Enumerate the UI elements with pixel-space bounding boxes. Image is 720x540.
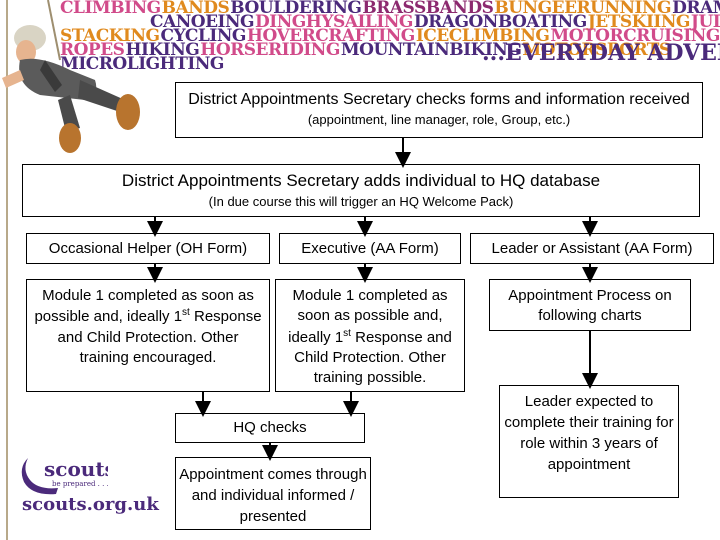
scouts-logo: scouts be prepared . . . bbox=[21, 457, 108, 495]
activity-word: HIKING bbox=[125, 40, 200, 60]
activity-word-row: CLIMBINGBANDSBOULDERINGBRASSBANDSBUNGEER… bbox=[60, 0, 720, 18]
executive-label: Executive (AA Form) bbox=[301, 240, 439, 257]
activity-word-row: ROPESHIKINGHORSERIDINGMOUNTAINBIKINGMOTO… bbox=[60, 40, 672, 60]
appointment-process-box: Appointment Process on following charts bbox=[489, 279, 691, 331]
activity-word: MICROLIGHTING bbox=[60, 54, 224, 74]
check-forms-text: District Appointments Secretary checks f… bbox=[188, 91, 690, 108]
appointment-process-text: Appointment Process on following charts bbox=[508, 287, 672, 325]
scouts-motto-text: be prepared . . . bbox=[52, 480, 108, 488]
activity-word: DRAMA bbox=[672, 0, 720, 18]
activity-word-row: MICROLIGHTING bbox=[60, 54, 225, 74]
add-to-database-box: District Appointments Secretary adds ind… bbox=[22, 164, 700, 217]
executive-training-box: Module 1 completed as soon as possible a… bbox=[275, 279, 465, 392]
activity-word: BOULDERING bbox=[230, 0, 362, 18]
activity-word: CLIMBING bbox=[60, 0, 161, 18]
activity-word: BUNGEERUNNING bbox=[494, 0, 672, 18]
oh-training-text-1: Module 1 completed as soon as possible a… bbox=[34, 287, 254, 326]
activity-word: HOVERCRAFTING bbox=[246, 26, 415, 46]
activity-word: DRAGONBOATING bbox=[413, 12, 587, 32]
activity-word: MOTORCRUISING bbox=[550, 26, 720, 46]
activity-word: DINGHYSAILING bbox=[255, 12, 413, 32]
appointment-informed-text: Appointment comes through and individual… bbox=[179, 466, 367, 525]
activity-word: BRASSBANDS bbox=[362, 0, 494, 18]
occasional-helper-label: Occasional Helper (OH Form) bbox=[48, 240, 248, 257]
check-forms-detail: (appointment, line manager, role, Group,… bbox=[307, 112, 571, 127]
climber-photo bbox=[2, 0, 140, 153]
hq-checks-text: HQ checks bbox=[233, 419, 307, 436]
activity-word: JETSKIING bbox=[587, 12, 691, 32]
activity-word: ICECLIMBING bbox=[415, 26, 550, 46]
executive-box: Executive (AA Form) bbox=[279, 233, 461, 264]
leader-training-box: Leader expected to complete their traini… bbox=[499, 385, 679, 498]
rope-line bbox=[6, 0, 8, 540]
tagline: ...EVERYDAY ADVENTURE bbox=[482, 40, 720, 66]
activity-word: MOTORSPORTS bbox=[522, 40, 671, 60]
exec-training-text-1: Module 1 completed as soon as possible a… bbox=[288, 287, 448, 346]
add-to-database-text: District Appointments Secretary adds ind… bbox=[121, 171, 601, 190]
exec-training-sup: st bbox=[343, 327, 351, 339]
scouts-brand-text: scouts bbox=[44, 457, 108, 481]
activity-word: CANOEING bbox=[150, 12, 255, 32]
scouts-url: scouts.org.uk bbox=[22, 494, 159, 515]
activity-word: BANDS bbox=[161, 0, 230, 18]
appointment-informed-box: Appointment comes through and individual… bbox=[175, 457, 371, 530]
activity-word: HORSERIDING bbox=[200, 40, 340, 60]
occasional-helper-box: Occasional Helper (OH Form) bbox=[26, 233, 270, 264]
header-banner: CLIMBINGBANDSBOULDERINGBRASSBANDSBUNGEER… bbox=[0, 0, 720, 90]
activity-word: STACKING bbox=[60, 26, 160, 46]
leader-training-text: Leader expected to complete their traini… bbox=[504, 393, 674, 473]
activity-word: JUDO bbox=[690, 12, 720, 32]
oh-training-sup: st bbox=[182, 307, 190, 319]
activity-word: CYCLING bbox=[160, 26, 247, 46]
hq-checks-box: HQ checks bbox=[175, 413, 365, 443]
activity-word-row: CANOEINGDINGHYSAILINGDRAGONBOATINGJETSKI… bbox=[150, 12, 720, 32]
check-forms-box: District Appointments Secretary checks f… bbox=[175, 82, 703, 138]
activity-word: ROPES bbox=[60, 40, 125, 60]
activity-word-row: STACKINGCYCLINGHOVERCRAFTINGICECLIMBINGM… bbox=[60, 26, 720, 46]
occasional-helper-training-box: Module 1 completed as soon as possible a… bbox=[26, 279, 270, 392]
leader-assistant-label: Leader or Assistant (AA Form) bbox=[491, 240, 693, 257]
welcome-pack-note: (In due course this will trigger an HQ W… bbox=[208, 194, 514, 210]
activity-word: MOUNTAINBIKING bbox=[340, 40, 522, 60]
oh-training-text-2: Response and Child Protection. Other tra… bbox=[57, 308, 262, 366]
exec-training-text-2: Response and Child Protection. Other tra… bbox=[294, 328, 452, 387]
